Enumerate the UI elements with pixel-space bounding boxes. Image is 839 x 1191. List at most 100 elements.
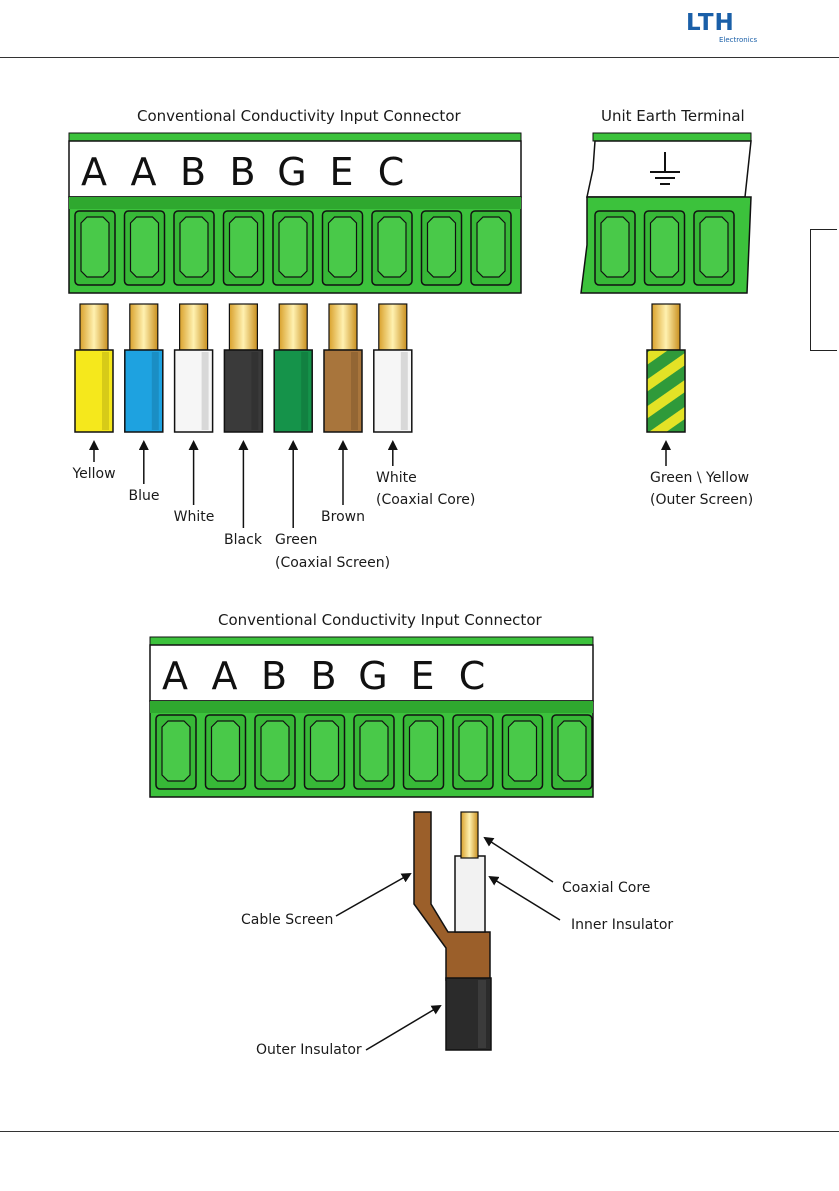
wire-conductor: [278, 303, 308, 351]
wire-insulation: [223, 349, 264, 433]
top-connector-pin-letter: C: [378, 150, 405, 194]
wire-shade: [301, 352, 309, 430]
bottom-connector-pin-letter: C: [459, 654, 486, 698]
top-connector-slot-inner: [476, 216, 506, 278]
earth-slot-inner: [699, 216, 729, 278]
wire-shade: [351, 352, 358, 430]
bottom-connector-pin-letter: A: [212, 654, 238, 698]
wire-label-black: Black: [224, 532, 262, 548]
label-outer-insulator: Outer Insulator: [256, 1042, 362, 1058]
wire-insulation: [74, 349, 114, 433]
earth-slot-inner: [600, 216, 630, 278]
wire-conductor: [328, 303, 358, 351]
top-connector-pin-letter: E: [329, 150, 353, 194]
coaxial-cable-drawing: [335, 811, 561, 1051]
wire-insulation: [373, 349, 413, 433]
earth-wire-sublabel: (Outer Screen): [650, 492, 754, 508]
arrow-inner-insulator: [488, 875, 561, 921]
cable-coaxial-core: [460, 811, 479, 859]
wire-conductor: [378, 303, 408, 351]
bottom-connector-slot-inner: [458, 720, 488, 782]
wire-shade: [151, 352, 159, 430]
earth-label-strip: [586, 140, 752, 198]
earth-terminal-title: Unit Earth Terminal: [601, 107, 745, 125]
wire-insulation: [124, 349, 164, 433]
wire-label-yellow: Yellow: [72, 466, 116, 482]
label-cable-screen: Cable Screen: [241, 912, 334, 928]
label-coaxial-core: Coaxial Core: [562, 880, 651, 896]
bottom-connector-title: Conventional Conductivity Input Connecto…: [218, 611, 542, 629]
wire-label-white-core: White: [376, 470, 417, 486]
cable-outer-insulator: [445, 977, 492, 1051]
wire-conductor: [228, 303, 258, 351]
lth-logo-subtitle: Electronics: [719, 36, 758, 44]
arrow-outer-insulator: [365, 1004, 442, 1051]
wire-conductor: [129, 303, 159, 351]
section-side-tab: [810, 229, 837, 351]
wire-label-white: White: [173, 509, 215, 525]
wire-insulation: [273, 349, 313, 433]
arrow-coaxial-core: [483, 836, 554, 883]
bottom-connector-label-strip: [149, 644, 594, 702]
wire-set-drawing: [74, 303, 413, 528]
arrow-cable-screen: [335, 873, 412, 917]
bottom-connector-pin-letter: A: [162, 654, 188, 698]
bottom-connector-slot-inner: [408, 720, 439, 782]
earth-wire-conductor: [651, 303, 681, 351]
wire-insulation: [173, 349, 214, 433]
top-connector-body-band: [69, 197, 521, 209]
bottom-connector-slot-inner: [309, 720, 340, 782]
wire-shade: [400, 352, 408, 430]
wire-conductor: [179, 303, 209, 351]
wire-insulation: [323, 349, 363, 433]
top-connector-label-strip: [68, 140, 522, 198]
top-connector-slot-inner: [377, 216, 407, 278]
earth-slot-inner: [649, 216, 680, 278]
bottom-connector-top-lip: [149, 636, 594, 646]
earth-top-lip: [592, 132, 752, 142]
bottom-connector-slot-inner: [359, 720, 389, 782]
top-connector-slot-inner: [228, 216, 259, 278]
earth-wire-label: Green \ Yellow: [650, 470, 750, 486]
wire-shade: [102, 352, 109, 430]
top-connector-title: Conventional Conductivity Input Connecto…: [137, 107, 461, 125]
top-connector-pin-letter: A: [81, 150, 107, 194]
top-connector-pin-letter: A: [131, 150, 157, 194]
cable-inner-insulator: [454, 855, 486, 933]
bottom-connector-slot-inner: [557, 720, 587, 782]
earth-terminal-drawing: [580, 132, 752, 466]
top-connector-pin-letter: B: [229, 150, 255, 194]
wire-sublabel-white-core: (Coaxial Core): [376, 492, 476, 508]
top-connector-slot-inner: [278, 216, 308, 278]
bottom-connector-slot-inner: [210, 720, 241, 782]
wire-label-blue: Blue: [128, 488, 160, 504]
bottom-connector-slot-inner: [507, 720, 538, 782]
wire-label-green: Green: [275, 532, 318, 548]
label-inner-insulator: Inner Insulator: [571, 917, 674, 933]
top-connector-pin-letter: B: [180, 150, 206, 194]
top-connector-slot-inner: [129, 216, 160, 278]
top-connector-slot-inner: [426, 216, 457, 278]
wire-conductor: [79, 303, 109, 351]
bottom-connector-body-band: [150, 701, 593, 713]
top-connector-slot-inner: [80, 216, 110, 278]
top-connector-slot-inner: [179, 216, 209, 278]
wire-sublabel-green: (Coaxial Screen): [275, 555, 391, 571]
lth-logo: LTH: [686, 10, 735, 36]
header-rule: [0, 57, 839, 58]
bottom-connector-pin-letter: G: [358, 654, 387, 698]
wire-label-brown: Brown: [321, 509, 365, 525]
bottom-connector-pin-letter: B: [261, 654, 287, 698]
top-connector-pin-letter: G: [277, 150, 306, 194]
cable-screen-shape: [413, 811, 491, 981]
wire-shade: [251, 352, 259, 430]
wire-shade: [201, 352, 209, 430]
footer-rule: [0, 1131, 839, 1132]
bottom-connector-pin-letter: E: [410, 654, 434, 698]
bottom-connector-slot-inner: [161, 720, 191, 782]
top-connector-slot-inner: [327, 216, 358, 278]
